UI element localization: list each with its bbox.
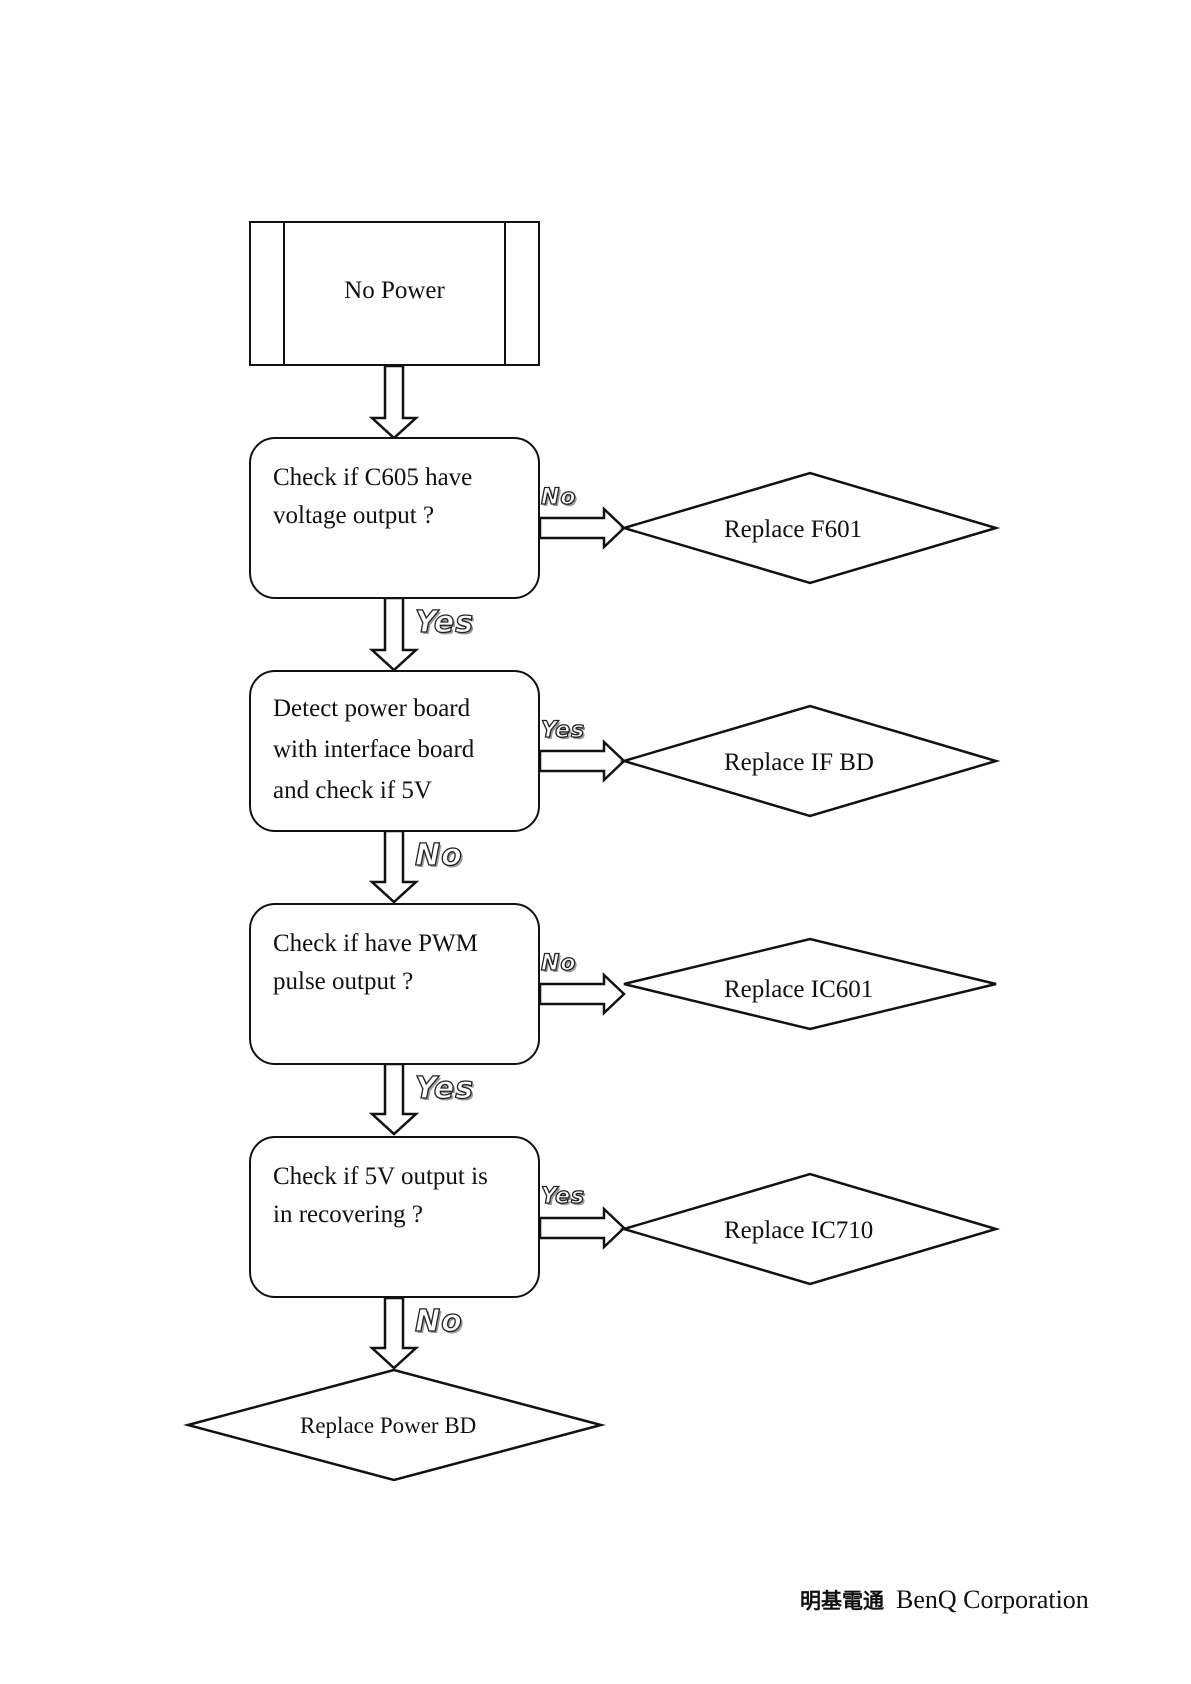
branch-label-down-4: No	[415, 1304, 463, 1339]
footer-company: 明基電通 BenQ Corporation	[800, 1585, 1089, 1615]
step-3-line-1: Check if have PWM	[273, 925, 478, 963]
branch-label-side-1: No	[541, 485, 577, 510]
step-4-line-2: in recovering ?	[273, 1196, 488, 1234]
start-node: No Power	[249, 221, 540, 366]
start-node-label: No Power	[251, 277, 538, 305]
step-1-text: Check if C605 have voltage output ?	[273, 459, 472, 535]
branch-label-down-2: No	[415, 838, 463, 873]
step-1-line-1: Check if C605 have	[273, 459, 472, 497]
action-replace-if-bd-label: Replace IF BD	[724, 749, 874, 777]
action-replace-ic710-label: Replace IC710	[724, 1217, 873, 1245]
branch-label-down-3: Yes	[415, 1071, 474, 1106]
arrow-step-4-to-power-bd	[372, 1298, 416, 1368]
footer-company-cn: 明基電通	[800, 1589, 884, 1613]
arrow-step-4-to-ic710	[540, 1209, 624, 1247]
branch-label-side-4: Yes	[541, 1184, 585, 1209]
step-2-box: Detect power board with interface board …	[249, 670, 540, 832]
step-1-line-2: voltage output ?	[273, 497, 472, 535]
step-2-line-3: and check if 5V	[273, 770, 474, 811]
step-3-text: Check if have PWM pulse output ?	[273, 925, 478, 1001]
step-2-line-2: with interface board	[273, 729, 474, 770]
branch-label-side-2: Yes	[541, 718, 585, 743]
step-2-line-1: Detect power board	[273, 688, 474, 729]
step-2-text: Detect power board with interface board …	[273, 688, 474, 811]
footer-company-en: BenQ Corporation	[896, 1585, 1089, 1614]
step-3-box: Check if have PWM pulse output ?	[249, 903, 540, 1065]
action-replace-ic601-label: Replace IC601	[724, 976, 873, 1004]
step-4-line-1: Check if 5V output is	[273, 1158, 488, 1196]
action-replace-f601-label: Replace F601	[724, 516, 862, 544]
action-replace-power-bd-label: Replace Power BD	[300, 1413, 476, 1439]
arrow-step-1-to-f601	[540, 509, 624, 547]
arrow-step-2-to-if-bd	[540, 742, 624, 780]
step-3-line-2: pulse output ?	[273, 963, 478, 1001]
step-4-text: Check if 5V output is in recovering ?	[273, 1158, 488, 1234]
branch-label-side-3: No	[541, 951, 577, 976]
arrow-step-1-to-step-2	[372, 598, 416, 670]
branch-label-down-1: Yes	[415, 605, 474, 640]
step-4-box: Check if 5V output is in recovering ?	[249, 1136, 540, 1298]
arrow-start-to-step-1	[372, 366, 416, 438]
step-1-box: Check if C605 have voltage output ?	[249, 437, 540, 599]
arrow-step-2-to-step-3	[372, 831, 416, 902]
arrow-step-3-to-step-4	[372, 1064, 416, 1134]
arrow-step-3-to-ic601	[540, 975, 624, 1013]
